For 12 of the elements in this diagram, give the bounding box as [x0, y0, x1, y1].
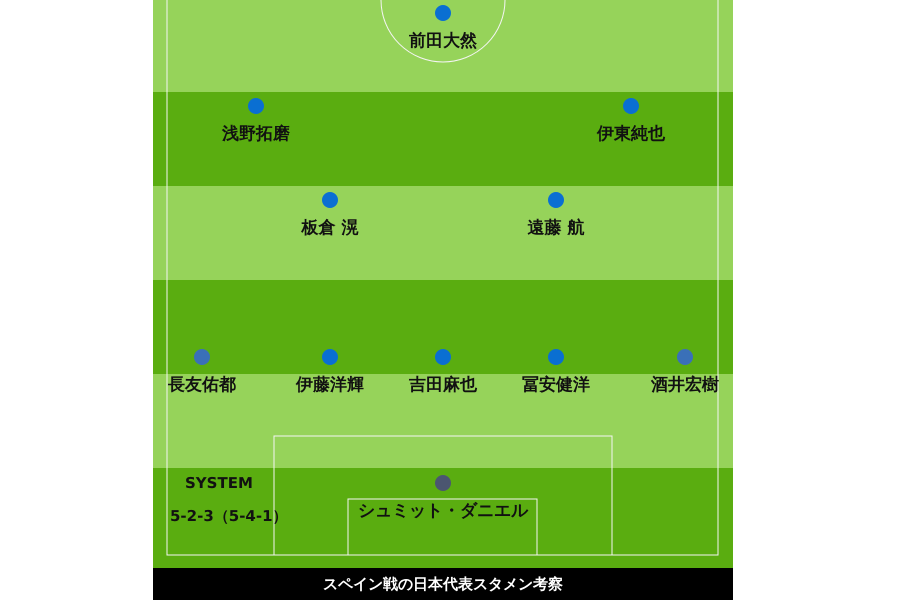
player-name: 浅野拓磨: [222, 123, 290, 145]
caption: スペイン戦の日本代表スタメン考察: [322, 575, 564, 594]
player-name: 遠藤 航: [528, 217, 584, 239]
player-name: 前田大然: [409, 30, 477, 52]
player-name: シュミット・ダニエル: [358, 500, 528, 522]
player-name: 伊藤洋輝: [296, 374, 364, 396]
player-name: 伊東純也: [597, 123, 665, 145]
player-name: 長友佑都: [168, 374, 236, 396]
player-name: 吉田麻也: [409, 374, 477, 396]
player-name: 板倉 滉: [302, 217, 358, 239]
formation-heading: SYSTEM: [185, 474, 253, 492]
player-name: 冨安健洋: [522, 374, 590, 396]
